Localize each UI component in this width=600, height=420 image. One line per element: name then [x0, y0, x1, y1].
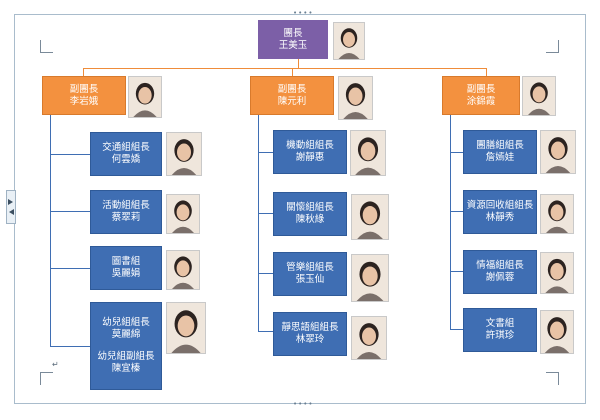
connector-vice-3 [486, 68, 487, 76]
top-left-handle[interactable] [9, 14, 14, 19]
member-role: 圖書組 [111, 256, 141, 267]
member-name: 詹嫣娃 [485, 152, 515, 163]
member-name: 謝靜惠 [295, 152, 325, 163]
crop-mark [546, 372, 559, 385]
text-pane-toggle-button[interactable] [6, 190, 16, 224]
member-photo [540, 252, 574, 294]
member-photo [351, 254, 389, 302]
member-photo [166, 250, 200, 290]
connector-member [450, 329, 463, 330]
bottom-resize-handle[interactable]: •••• [293, 400, 314, 408]
connector-member [50, 154, 90, 155]
crop-mark [40, 372, 53, 385]
member-name: 林靜秀 [485, 212, 515, 223]
member-node[interactable]: 關懷組組長 陳秋綠 [273, 192, 347, 236]
connector-vice-1 [83, 68, 84, 76]
member-role: 交通組組長 [102, 142, 150, 153]
member-name: 陳秋綠 [295, 214, 325, 225]
member-role: 機動組組長 [286, 140, 334, 151]
connector-member [258, 152, 273, 153]
member-name: 林翠玲 [295, 334, 325, 345]
member-photo [351, 194, 389, 240]
member-name: 許琪珍 [485, 330, 515, 341]
connector-member [450, 211, 463, 212]
vice-photo-3 [522, 76, 556, 116]
member-name: 莫麗綿 [111, 329, 141, 340]
member-node[interactable]: 資源回收組組長 林靜秀 [463, 190, 537, 234]
top-right-handle[interactable] [581, 14, 586, 19]
member-node[interactable]: 文書組 許琪珍 [463, 308, 537, 352]
member-photo [351, 316, 387, 360]
node-title: 副團長 [466, 83, 496, 95]
node-name: 陳元利 [277, 95, 307, 107]
vice-node-3[interactable]: 副團長 涂錦霞 [442, 76, 520, 115]
member-role: 管樂組組長 [286, 262, 334, 273]
connector-vice-2 [292, 68, 293, 76]
member-name: 吳麗娟 [111, 268, 141, 279]
member-node[interactable]: 靜思語組組長 林翠玲 [273, 312, 347, 356]
connector-member [450, 271, 463, 272]
node-name: 涂錦霞 [466, 95, 496, 107]
member-node[interactable]: 交通組組長 何雲嬌 [90, 132, 162, 176]
member-name: 陳宜榛 [111, 363, 141, 374]
member-photo [166, 302, 206, 354]
node-title: 副團長 [277, 83, 307, 95]
member-name: 張玉仙 [295, 274, 325, 285]
member-node[interactable]: 活動組組長 蔡翠莉 [90, 190, 162, 234]
connector-vice-bar [83, 68, 486, 69]
connector-member [450, 152, 463, 153]
connector-member [258, 273, 273, 274]
member-name: 謝佩蓉 [485, 272, 515, 283]
member-name: 蔡翠莉 [111, 212, 141, 223]
member-photo [166, 132, 202, 176]
vice-node-2[interactable]: 副團長 陳元利 [250, 76, 334, 115]
member-photo [540, 130, 576, 174]
member-photo [540, 310, 574, 354]
expand-arrow-icon [8, 199, 13, 205]
member-photo [166, 194, 200, 234]
vice-photo-2 [338, 76, 373, 120]
paragraph-return-mark: ↵ [52, 360, 59, 369]
member-role: 情福組組長 [476, 260, 524, 271]
member-photo [350, 130, 386, 176]
member-node[interactable]: 圖書組 吳麗娟 [90, 246, 162, 290]
crop-mark [546, 40, 559, 53]
connector-member [50, 268, 90, 269]
node-name: 李岩娥 [69, 95, 99, 107]
member-role: 關懷組組長 [286, 202, 334, 213]
connector-member [50, 211, 90, 212]
connector-member [50, 346, 90, 347]
member-role: 資源回收組組長 [466, 200, 534, 211]
member-role: 靜思語組組長 [281, 322, 339, 333]
node-title: 團長 [283, 27, 303, 39]
member-role: 活動組組長 [102, 200, 150, 211]
connector-branch-1 [50, 115, 51, 347]
connector-branch-2 [258, 115, 259, 332]
connector-member [258, 213, 273, 214]
connector-member [258, 331, 273, 332]
vice-node-1[interactable]: 副團長 李岩娥 [42, 76, 126, 115]
connector-head [298, 59, 299, 68]
node-name: 王美玉 [278, 39, 308, 51]
member-role: 文書組 [485, 318, 515, 329]
member-role: 幼兒組副組長 [97, 351, 155, 362]
connector-branch-3 [450, 115, 451, 330]
vice-photo-1 [128, 76, 162, 118]
member-node[interactable]: 機動組組長 謝靜惠 [273, 130, 347, 174]
crop-mark [40, 40, 53, 53]
member-name: 何雲嬌 [111, 154, 141, 165]
member-node[interactable]: 團膳組組長 詹嫣娃 [463, 130, 537, 174]
collapse-arrow-icon [9, 209, 14, 215]
member-role: 幼兒組組長 [102, 317, 150, 328]
head-photo [333, 22, 365, 60]
node-title: 副團長 [69, 83, 99, 95]
member-node[interactable]: 幼兒組組長 莫麗綿 幼兒組副組長 陳宜榛 [90, 302, 162, 390]
member-photo [540, 194, 574, 234]
member-node[interactable]: 管樂組組長 張玉仙 [273, 252, 347, 296]
top-resize-handle[interactable]: •••• [293, 9, 314, 17]
head-node[interactable]: 團長 王美玉 [258, 20, 328, 59]
member-node[interactable]: 情福組組長 謝佩蓉 [463, 250, 537, 294]
member-role: 團膳組組長 [476, 140, 524, 151]
